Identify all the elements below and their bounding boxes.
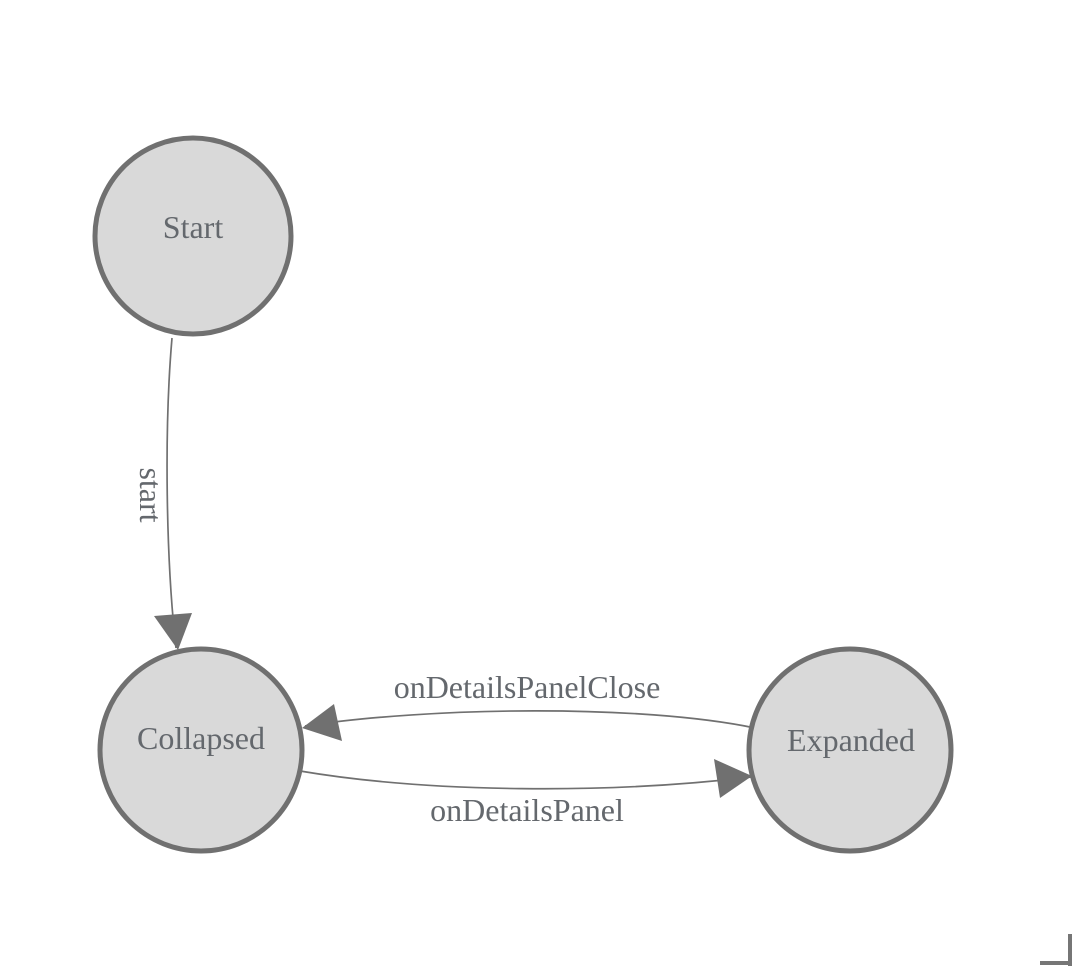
edge-expanded-to-collapsed: onDetailsPanelClose [302, 669, 756, 741]
node-collapsed-label: Collapsed [137, 720, 265, 756]
arrowhead-expanded-to-collapsed [302, 704, 342, 741]
edge-line-expanded-to-collapsed [304, 710, 756, 729]
node-expanded[interactable]: Expanded [746, 646, 954, 854]
node-collapsed[interactable]: Collapsed [97, 646, 305, 854]
scrollbar-corner [1040, 934, 1072, 966]
edge-label-ondetailspanel: onDetailsPanel [430, 792, 624, 828]
node-start-circle [92, 135, 294, 337]
node-expanded-circle [746, 646, 954, 854]
edge-collapsed-to-expanded: onDetailsPanel [299, 759, 752, 828]
node-expanded-label: Expanded [787, 722, 915, 758]
scrollbar-corner-horizontal-bar [1040, 961, 1072, 965]
node-start-label: Start [163, 209, 224, 245]
edge-label-ondetailspanelclose: onDetailsPanelClose [394, 669, 661, 705]
arrowhead-start-to-collapsed [154, 613, 192, 650]
edge-start-to-collapsed: start [133, 337, 192, 650]
arrowhead-collapsed-to-expanded [714, 759, 752, 798]
node-collapsed-circle [97, 646, 305, 854]
scrollbar-corner-vertical-bar [1068, 934, 1072, 966]
edge-line-collapsed-to-expanded [299, 770, 752, 790]
edge-line-start-to-collapsed [166, 337, 177, 649]
edge-label-start: start [133, 467, 169, 522]
node-start[interactable]: Start [92, 135, 294, 337]
